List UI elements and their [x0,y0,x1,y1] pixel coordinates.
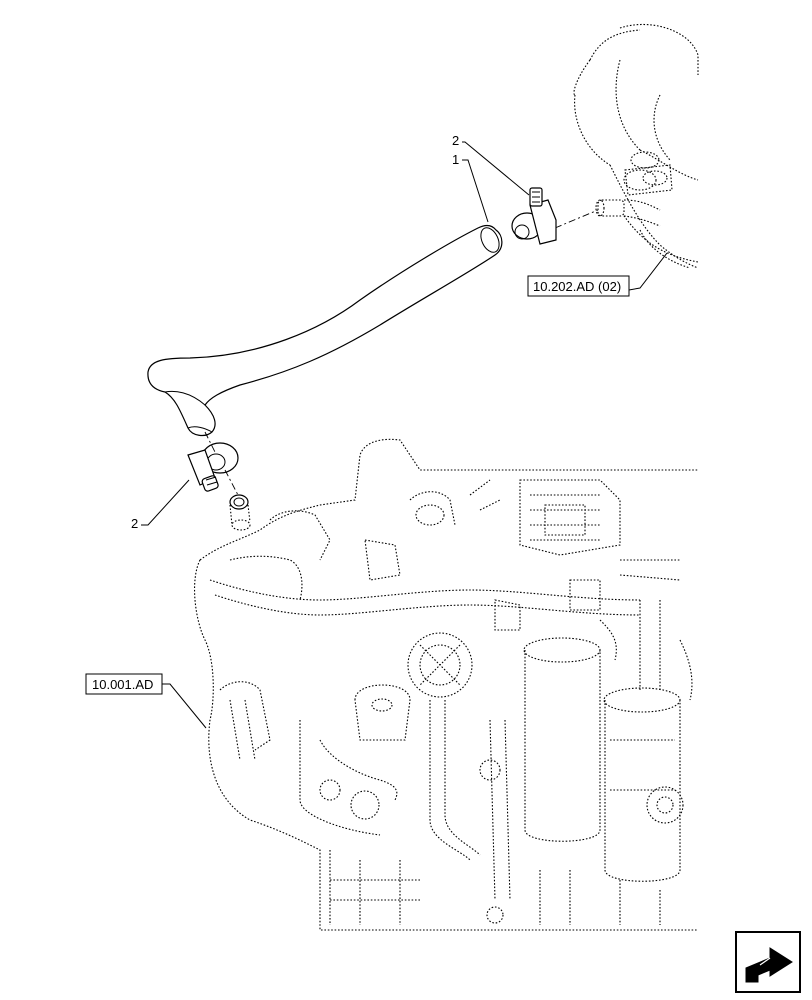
clamp-bottom [187,442,239,492]
next-page-arrow-icon[interactable] [735,931,801,993]
assembly-centerline-bottom [204,431,239,496]
clamp-top [511,187,557,245]
callout-2-bottom: 2 [131,479,190,531]
reference-label-left: 10.001.AD [92,677,153,692]
reference-10-001-ad[interactable]: 10.001.AD [85,673,207,729]
callout-number-2-top: 2 [452,133,459,148]
engine-assembly [194,438,698,931]
callout-1: 1 [452,152,489,223]
assembly-centerline-top [554,209,599,229]
reference-label-top: 10.202.AD (02) [533,279,621,294]
callout-2-top: 2 [452,133,530,196]
intake-duct [573,24,699,269]
callout-number-1: 1 [452,152,459,167]
hose-part-1 [147,224,503,437]
callout-number-2-bottom: 2 [131,516,138,531]
reference-10-202-ad-02[interactable]: 10.202.AD (02) [527,252,668,297]
fitting-bottom [229,494,251,531]
